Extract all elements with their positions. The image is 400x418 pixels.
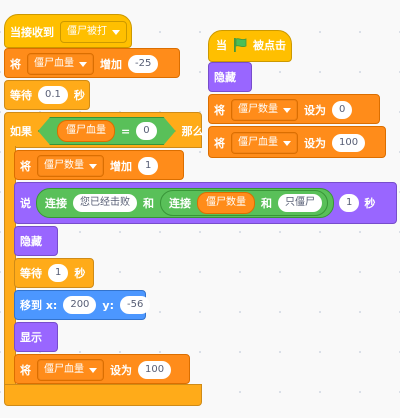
join-text-input[interactable]: 只僵尸 [278, 194, 322, 212]
change-op-label: 增加 [100, 58, 122, 71]
compare-value-input[interactable]: 0 [136, 122, 156, 140]
set-op-label: 设为 [304, 104, 326, 117]
set-value-input[interactable]: 100 [332, 134, 366, 152]
wait-label: 等待 [20, 267, 42, 280]
chevron-down-icon [112, 29, 120, 35]
set-variable-row: 将 僵尸血量 设为 100 [20, 359, 172, 381]
chevron-down-icon [89, 367, 97, 373]
change-value-input[interactable]: -25 [128, 55, 159, 73]
message-dropdown[interactable]: 僵尸被打 [60, 21, 127, 43]
chevron-down-icon [79, 61, 87, 67]
if-header-row: 如果 僵尸血量 = 0 那么 [10, 117, 204, 145]
set-hp-row: 将 僵尸血量 设为 100 [214, 132, 366, 154]
variable-dropdown[interactable]: 僵尸血量 [27, 53, 94, 75]
say-label: 说 [20, 197, 31, 210]
change-variable-row: 将 僵尸血量 增加 -25 [10, 53, 159, 75]
wait-row: 等待 0.1 秒 [10, 86, 85, 104]
set-verb-label: 将 [214, 104, 225, 117]
set-op-label: 设为 [110, 364, 132, 377]
wait-label: 等待 [10, 89, 32, 102]
message-value: 僵尸被打 [67, 26, 107, 37]
go-to-xy-row: 移到 x: 200 y: -56 [20, 296, 151, 314]
x-input[interactable]: 200 [63, 296, 97, 314]
then-label: 那么 [181, 125, 204, 138]
variable-dropdown[interactable]: 僵尸数量 [37, 155, 104, 177]
set-verb-label: 将 [10, 58, 21, 71]
variable-name: 僵尸血量 [238, 137, 278, 148]
join-label: 连接 [45, 197, 67, 210]
y-input[interactable]: -56 [120, 296, 151, 314]
hide-row: 隐藏 [214, 69, 236, 85]
chevron-down-icon [283, 107, 291, 113]
variable-dropdown[interactable]: 僵尸血量 [231, 132, 298, 154]
if-then-footer [4, 384, 202, 406]
green-flag-icon [234, 38, 247, 52]
say-row: 说 连接 您已经击败 和 连接 僵尸数量 和 只僵尸 1 秒 [20, 188, 375, 218]
seconds-unit-label: 秒 [73, 89, 85, 102]
equals-sign: = [121, 124, 131, 138]
join-operator-inner[interactable]: 连接 僵尸数量 和 只僵尸 [160, 190, 328, 216]
zombie-count-reporter[interactable]: 僵尸数量 [197, 192, 255, 214]
chevron-down-icon [89, 163, 97, 169]
hide-block[interactable] [14, 226, 58, 256]
join-label: 连接 [169, 197, 191, 210]
wait-seconds-input[interactable]: 1 [48, 264, 69, 282]
zombie-hp-reporter[interactable]: 僵尸血量 [57, 120, 115, 142]
and-label: 和 [143, 197, 154, 210]
variable-name: 僵尸数量 [44, 160, 84, 171]
change-count-row: 将 僵尸数量 增加 1 [20, 155, 159, 177]
variable-dropdown[interactable]: 僵尸血量 [37, 359, 104, 381]
join-text-input[interactable]: 您已经击败 [73, 194, 137, 212]
go-to-x-label: 移到 x: [20, 299, 58, 312]
when-flag-clicked-block[interactable] [208, 30, 292, 62]
show-row: 显示 [20, 329, 42, 345]
when-label: 当 [216, 39, 227, 52]
seconds-unit-label: 秒 [364, 197, 376, 210]
hide-block[interactable] [208, 62, 252, 92]
set-op-label: 设为 [304, 137, 326, 150]
change-op-label: 增加 [110, 160, 132, 173]
equals-operator[interactable]: 僵尸血量 = 0 [38, 117, 176, 145]
show-label: 显示 [20, 331, 42, 344]
variable-name: 僵尸血量 [34, 58, 74, 69]
if-label: 如果 [10, 125, 32, 138]
variable-name: 僵尸数量 [238, 104, 278, 115]
show-block[interactable] [14, 322, 58, 352]
when-flag-row: 当 被点击 [216, 37, 286, 53]
chevron-down-icon [283, 140, 291, 146]
when-i-receive-row: 当接收到 僵尸被打 [10, 21, 127, 43]
change-value-input[interactable]: 1 [138, 157, 159, 175]
set-value-input[interactable]: 0 [332, 101, 353, 119]
set-verb-label: 将 [214, 137, 225, 150]
and-label: 和 [261, 197, 272, 210]
set-count-row: 将 僵尸数量 设为 0 [214, 99, 353, 121]
set-verb-label: 将 [20, 364, 31, 377]
wait-seconds-input[interactable]: 0.1 [38, 86, 68, 104]
variable-dropdown[interactable]: 僵尸数量 [231, 99, 298, 121]
set-verb-label: 将 [20, 160, 31, 173]
hide-row: 隐藏 [20, 233, 42, 249]
variable-name: 僵尸血量 [44, 364, 84, 375]
join-operator[interactable]: 连接 您已经击败 和 连接 僵尸数量 和 只僵尸 [36, 188, 334, 218]
hide-label: 隐藏 [214, 71, 236, 84]
wait-row: 等待 1 秒 [20, 264, 85, 282]
say-seconds-input[interactable]: 1 [339, 194, 360, 212]
when-received-label: 当接收到 [10, 26, 54, 39]
set-value-input[interactable]: 100 [138, 361, 172, 379]
y-label: y: [102, 298, 114, 312]
clicked-label: 被点击 [253, 39, 286, 52]
hide-label: 隐藏 [20, 235, 42, 248]
seconds-unit-label: 秒 [74, 267, 86, 280]
